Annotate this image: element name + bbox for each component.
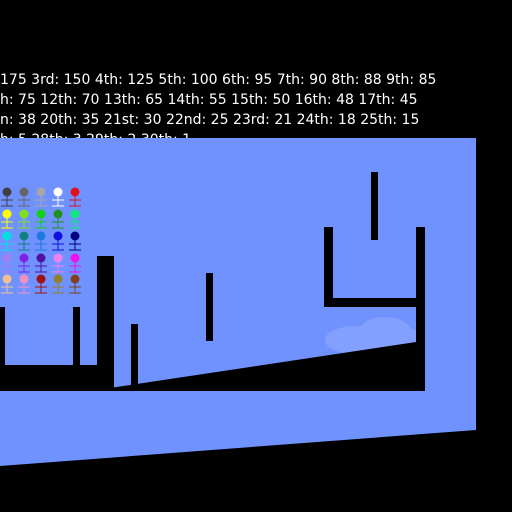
- player-figure: [1, 187, 13, 207]
- player-figure: [18, 253, 30, 273]
- right-structure: [324, 172, 425, 391]
- short-post: [131, 324, 138, 388]
- player-figure: [69, 253, 81, 273]
- player-figure: [1, 274, 13, 294]
- player-figure: [1, 231, 13, 251]
- player-figure: [52, 253, 64, 273]
- ground-bottom: [0, 430, 476, 512]
- player-figure: [69, 187, 81, 207]
- scoreboard-line: h: 75 12th: 70 13th: 65 14th: 55 15th: 5…: [0, 92, 418, 108]
- scoreboard-line: n: 38 20th: 35 21st: 30 22nd: 25 23rd: 2…: [0, 112, 420, 128]
- player-figure: [18, 274, 30, 294]
- scoreboard-line: 175 3rd: 150 4th: 125 5th: 100 6th: 95 7…: [0, 72, 437, 88]
- player-figure: [52, 209, 64, 229]
- player-figure: [35, 253, 47, 273]
- player-figure: [52, 231, 64, 251]
- floating-bar: [206, 273, 213, 341]
- player-figure: [35, 209, 47, 229]
- player-figure: [18, 187, 30, 207]
- player-figure: [35, 274, 47, 294]
- left-platform: [0, 307, 114, 391]
- player-figure: [35, 187, 47, 207]
- player-figure: [69, 231, 81, 251]
- player-figure: [69, 274, 81, 294]
- player-figure: [35, 231, 47, 251]
- player-figure: [18, 209, 30, 229]
- player-figure: [52, 187, 64, 207]
- player-figure: [18, 231, 30, 251]
- scoreboard: 175 3rd: 150 4th: 125 5th: 100 6th: 95 7…: [0, 71, 512, 151]
- player-figure: [52, 274, 64, 294]
- player-figure: [1, 253, 13, 273]
- ramp-floor: [110, 342, 425, 391]
- player-figure: [1, 209, 13, 229]
- player-grid: [1, 187, 81, 294]
- player-figure: [69, 209, 81, 229]
- tall-pillar: [97, 256, 114, 386]
